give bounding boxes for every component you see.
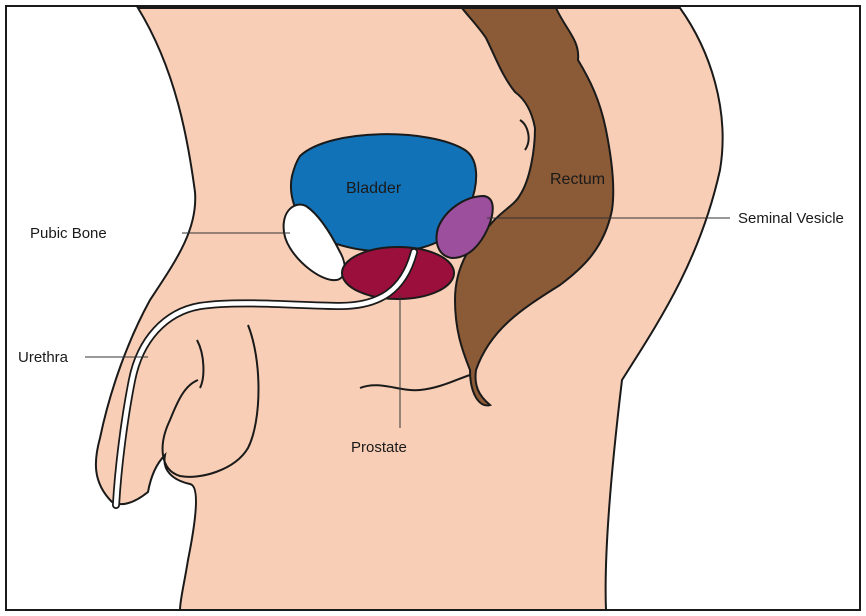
pubic-bone-label: Pubic Bone (30, 225, 107, 242)
bladder-label: Bladder (346, 180, 402, 197)
prostate (342, 247, 454, 299)
rectum-label: Rectum (550, 171, 605, 188)
urethra-label: Urethra (18, 349, 69, 366)
seminal-vesicle-label: Seminal Vesicle (738, 210, 844, 227)
prostate-label: Prostate (351, 439, 407, 456)
